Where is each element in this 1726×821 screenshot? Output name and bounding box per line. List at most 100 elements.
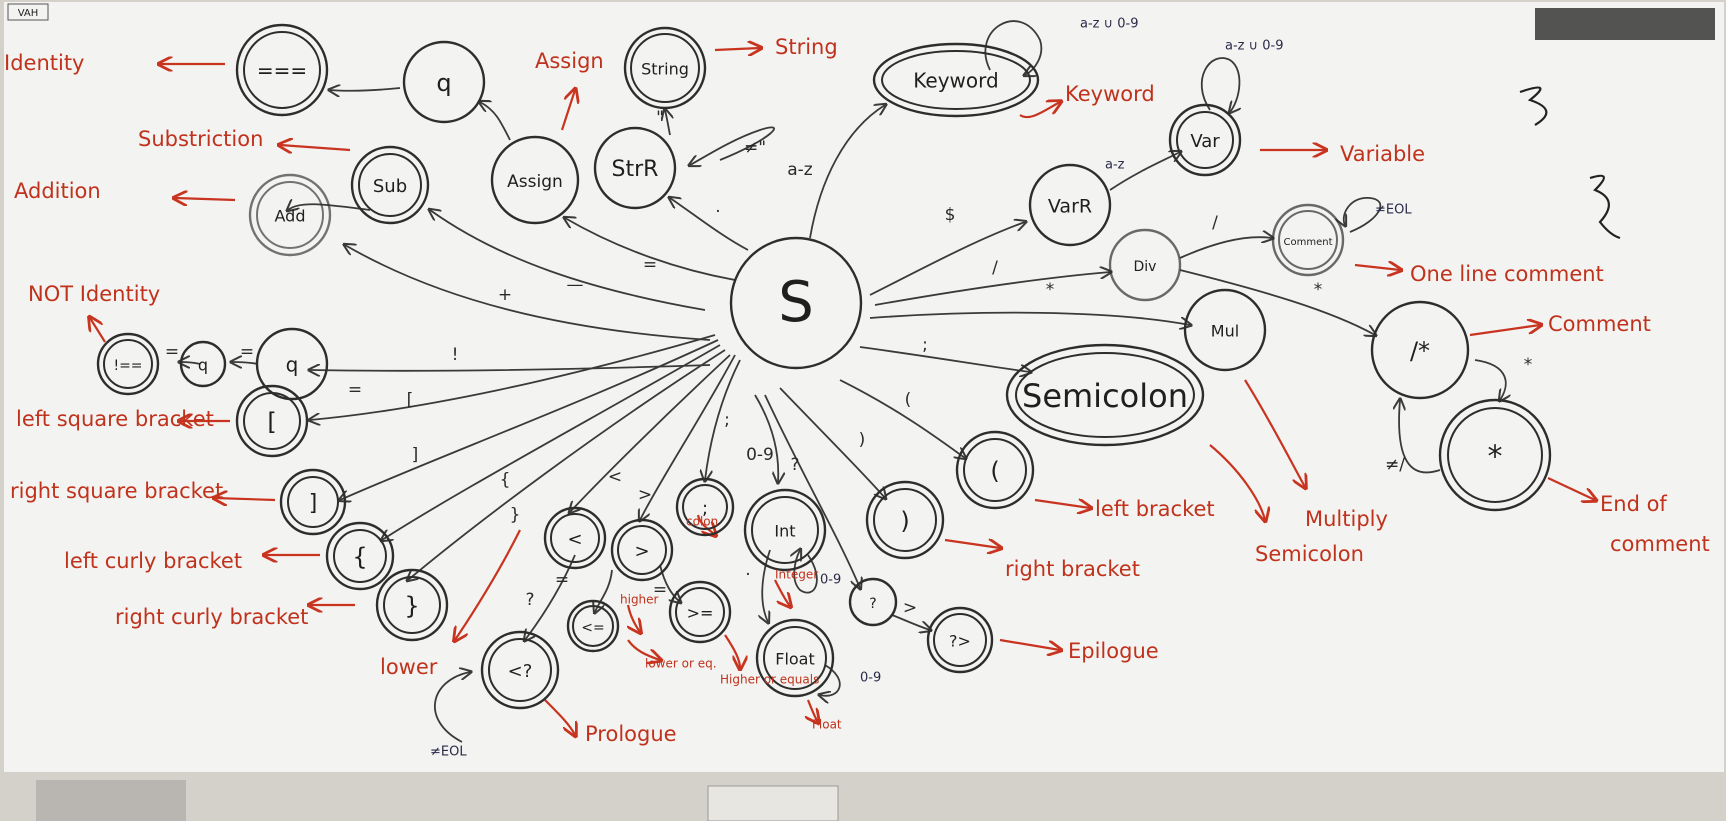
state-ge: >= xyxy=(668,580,732,644)
edge-s-bang xyxy=(310,365,711,371)
svg-text:<?: <? xyxy=(508,661,533,682)
edge-s-lt xyxy=(570,354,731,512)
edge-s-semicolon xyxy=(859,346,1030,372)
svg-text:Identity: Identity xyxy=(4,51,84,75)
svg-text:String: String xyxy=(641,60,689,79)
svg-text:!==: !== xyxy=(113,358,142,374)
svg-text:right curly bracket: right curly bracket xyxy=(115,605,308,629)
edge-div-commentopen xyxy=(1179,269,1375,335)
svg-text:Var: Var xyxy=(1190,131,1220,152)
marker-holder xyxy=(707,785,839,821)
svg-text:String: String xyxy=(775,35,838,59)
svg-text:{: { xyxy=(500,470,511,490)
svg-text:(: ( xyxy=(905,390,912,410)
svg-text:<: < xyxy=(608,467,622,487)
edge-var-loop xyxy=(1200,57,1240,112)
svg-text:}: } xyxy=(404,592,419,620)
svg-text:*: * xyxy=(1314,280,1323,300)
state-comment-line: Comment xyxy=(1271,203,1345,277)
state-var-r: VarR xyxy=(1028,163,1112,247)
state-mul: Mul xyxy=(1183,288,1267,372)
state-float: Float xyxy=(755,618,835,698)
svg-text:left bracket: left bracket xyxy=(1095,497,1215,521)
svg-text:[: [ xyxy=(267,408,276,436)
svg-text:=: = xyxy=(643,255,657,275)
edge-s-query xyxy=(764,394,860,588)
board-label: VAH xyxy=(18,8,39,19)
edge-assign-q xyxy=(480,102,511,141)
svg-text:right bracket: right bracket xyxy=(1005,557,1140,581)
svg-text:colon: colon xyxy=(686,515,718,529)
svg-text:≠EOL: ≠EOL xyxy=(430,745,467,760)
svg-text:Addition: Addition xyxy=(14,179,101,203)
edge-s-strr xyxy=(670,198,749,251)
dark-smudge xyxy=(1535,8,1715,40)
edge-q-identity xyxy=(330,88,401,91)
svg-text:;: ; xyxy=(922,335,928,355)
state-le: <= xyxy=(566,599,620,653)
edge-s-rsquare xyxy=(340,339,719,500)
state-not-identity: !== xyxy=(96,332,160,396)
svg-text:Substriction: Substriction xyxy=(138,127,263,151)
svg-text:Comment: Comment xyxy=(1548,312,1651,336)
state-comment-open: /* xyxy=(1370,300,1470,400)
svg-text:right square bracket: right square bracket xyxy=(10,479,223,503)
svg-text:>=: >= xyxy=(687,604,714,623)
squiggle-1 xyxy=(1519,86,1548,126)
svg-text:a-z: a-z xyxy=(1105,158,1125,173)
svg-text:<: < xyxy=(567,529,582,550)
svg-text:>: > xyxy=(634,541,649,562)
svg-text:End of: End of xyxy=(1600,492,1667,516)
state-epilog: ?> xyxy=(926,606,994,674)
state-prolog: <? xyxy=(480,630,560,710)
state-assign: Assign xyxy=(490,135,580,225)
svg-text:Integer: Integer xyxy=(775,568,818,582)
state-int: Int xyxy=(743,488,827,572)
edge-s-lsquare xyxy=(310,334,716,420)
svg-text:Semicolon: Semicolon xyxy=(1022,377,1188,415)
edge-s-div xyxy=(874,272,1110,306)
svg-text:Div: Div xyxy=(1134,259,1157,275)
svg-text:left square bracket: left square bracket xyxy=(16,407,214,431)
edge-s-assign xyxy=(565,218,736,281)
svg-text:left curly bracket: left curly bracket xyxy=(64,549,242,573)
state-sub: Sub xyxy=(350,145,430,225)
state-div: Div xyxy=(1108,228,1182,302)
edge-s-mul xyxy=(869,311,1190,325)
state-lcurly: { xyxy=(325,521,395,591)
state-add: Add xyxy=(248,173,332,257)
state-lparen: ( xyxy=(955,430,1035,510)
edge-query-epilog xyxy=(891,614,930,630)
svg-text:Float: Float xyxy=(775,650,815,669)
edge-sub-add xyxy=(288,204,371,210)
svg-text:0-9: 0-9 xyxy=(746,445,774,465)
svg-text:Keyword: Keyword xyxy=(913,69,998,93)
svg-text:Higher or equals: Higher or equals xyxy=(720,673,819,687)
state-rcurly: } xyxy=(375,568,449,642)
edge-s-keyword xyxy=(809,105,885,239)
edge-div-commentline xyxy=(1179,237,1272,259)
edge-s-colon xyxy=(705,359,741,480)
edge-labels: + — = · a-z $ / * ; ( ) 0-9 ? ! [ ] { } … xyxy=(165,17,1532,760)
state-not-q1: q xyxy=(179,340,227,388)
svg-text:a-z: a-z xyxy=(787,160,813,180)
svg-text:Epilogue: Epilogue xyxy=(1068,639,1159,663)
squiggle-2 xyxy=(1589,174,1621,240)
svg-text:a-z ∪ 0-9: a-z ∪ 0-9 xyxy=(1080,17,1139,32)
svg-text:≠EOL: ≠EOL xyxy=(1375,203,1412,218)
svg-text:—: — xyxy=(567,275,584,295)
svg-text:Assign: Assign xyxy=(535,49,604,73)
whiteboard-surface xyxy=(4,2,1724,772)
board-label-box xyxy=(7,3,49,21)
svg-text:·: · xyxy=(715,202,720,222)
svg-text:?>: ?> xyxy=(949,632,971,651)
edge-strr-loop xyxy=(690,126,775,165)
edge-lt-le xyxy=(595,569,613,612)
svg-text:/*: /* xyxy=(1410,337,1430,365)
state-string: String xyxy=(623,26,707,110)
state-query: ? xyxy=(848,577,898,627)
svg-text:]: ] xyxy=(412,445,419,465)
edge-varr-var xyxy=(1109,152,1180,191)
edge-strr-string xyxy=(665,110,670,136)
svg-text:Prologue: Prologue xyxy=(585,722,677,746)
